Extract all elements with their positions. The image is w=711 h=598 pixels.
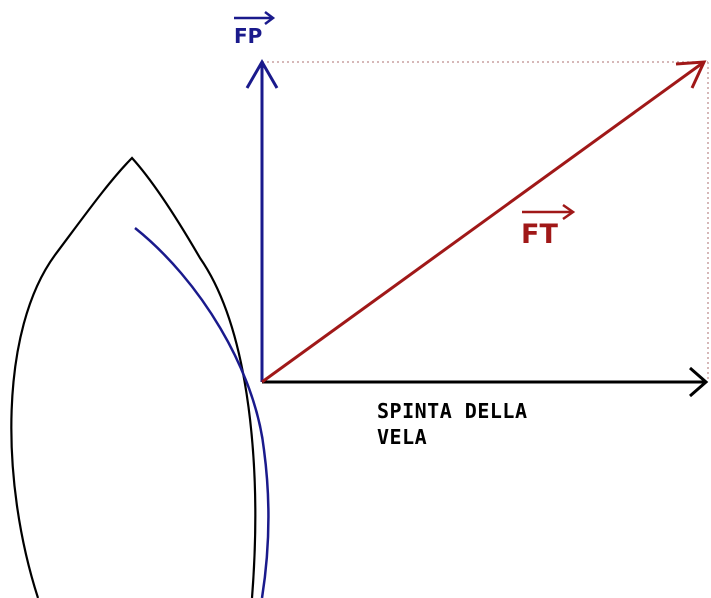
fp-label: FP bbox=[234, 24, 262, 48]
ft-label-arrow-head bbox=[562, 203, 576, 221]
ft-label: FT bbox=[521, 219, 558, 250]
ft-vector-shaft bbox=[261, 60, 705, 384]
fp-label-group: FP bbox=[234, 11, 276, 48]
sail-curve bbox=[134, 227, 270, 598]
sail-thrust-line-1: SPINTA DELLA bbox=[377, 399, 528, 423]
boat-hull bbox=[10, 156, 257, 598]
ft-vector-arrowhead bbox=[675, 60, 707, 89]
fp-label-arrow-head bbox=[264, 11, 276, 25]
fp-vector-arrowhead bbox=[245, 58, 279, 89]
ft-label-group: FT bbox=[521, 203, 576, 250]
sail-thrust-line-2: VELA bbox=[377, 425, 428, 449]
thrust-vector-arrowhead bbox=[689, 366, 709, 398]
sail-thrust-caption: SPINTA DELLA VELA bbox=[377, 398, 528, 450]
